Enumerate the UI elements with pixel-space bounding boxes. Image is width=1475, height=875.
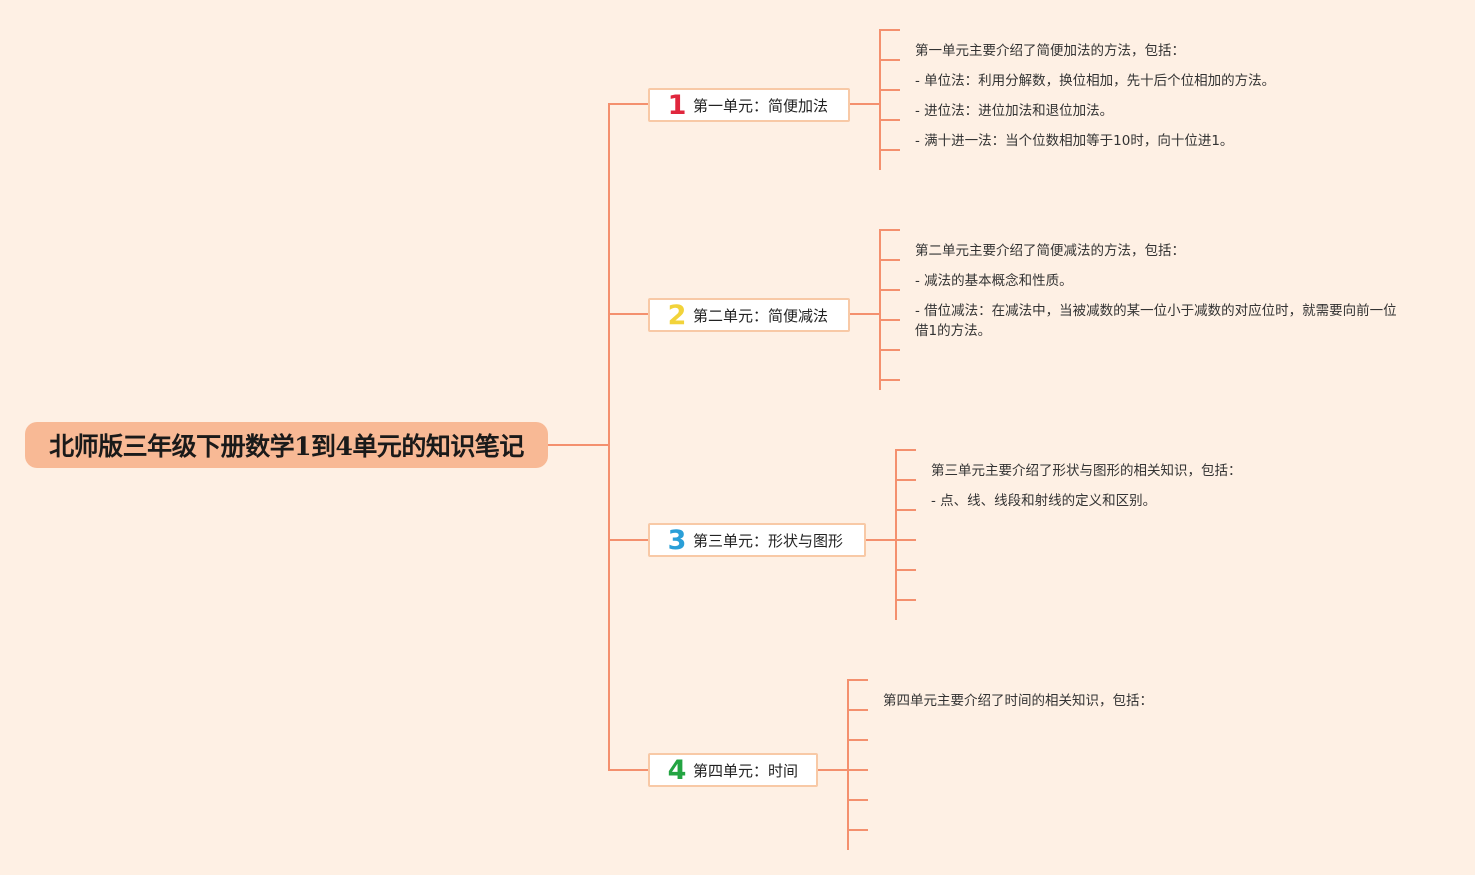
unit-3-note-1[interactable]: 第三单元主要介绍了形状与图形的相关知识，包括： xyxy=(931,463,1242,479)
unit-4-note-1[interactable]: 第四单元主要介绍了时间的相关知识，包括： xyxy=(883,693,1153,709)
unit-1-node[interactable]: 1 第一单元：简便加法 xyxy=(648,88,850,122)
unit-3-number-icon: 3 xyxy=(667,524,687,556)
unit-1-note-4[interactable]: - 满十进一法：当个位数相加等于10时，向十位进1。 xyxy=(915,133,1234,149)
unit-4-label: 第四单元：时间 xyxy=(693,761,799,780)
unit-2-note-3-cont[interactable]: 借1的方法。 xyxy=(915,323,992,339)
root-title: 北师版三年级下册数学1到4单元的知识笔记 xyxy=(49,432,524,461)
unit-2-note-1[interactable]: 第二单元主要介绍了简便减法的方法，包括： xyxy=(915,243,1185,259)
unit-1-note-3[interactable]: - 进位法：进位加法和退位加法。 xyxy=(915,103,1114,119)
root-topic[interactable]: 北师版三年级下册数学1到4单元的知识笔记 xyxy=(25,422,548,468)
unit-2-note-2[interactable]: - 减法的基本概念和性质。 xyxy=(915,273,1073,289)
unit-2-node[interactable]: 2 第二单元：简便减法 xyxy=(648,298,850,332)
unit-3-node[interactable]: 3 第三单元：形状与图形 xyxy=(648,523,866,557)
unit-1-note-2[interactable]: - 单位法：利用分解数，换位相加，先十后个位相加的方法。 xyxy=(915,73,1276,89)
unit-3-label: 第三单元：形状与图形 xyxy=(693,531,844,550)
unit-2-note-3[interactable]: - 借位减法：在减法中，当被减数的某一位小于减数的对应位时，就需要向前一位 xyxy=(915,303,1397,319)
unit-3-note-2[interactable]: - 点、线、线段和射线的定义和区别。 xyxy=(931,493,1157,509)
unit-2-label: 第二单元：简便减法 xyxy=(693,306,829,325)
unit-2-number-icon: 2 xyxy=(667,299,687,331)
unit-4-number-icon: 4 xyxy=(667,754,687,786)
unit-4-node[interactable]: 4 第四单元：时间 xyxy=(648,753,818,787)
unit-1-number-icon: 1 xyxy=(667,89,687,121)
unit-1-label: 第一单元：简便加法 xyxy=(693,96,829,115)
unit-1-note-1[interactable]: 第一单元主要介绍了简便加法的方法，包括： xyxy=(915,43,1185,59)
